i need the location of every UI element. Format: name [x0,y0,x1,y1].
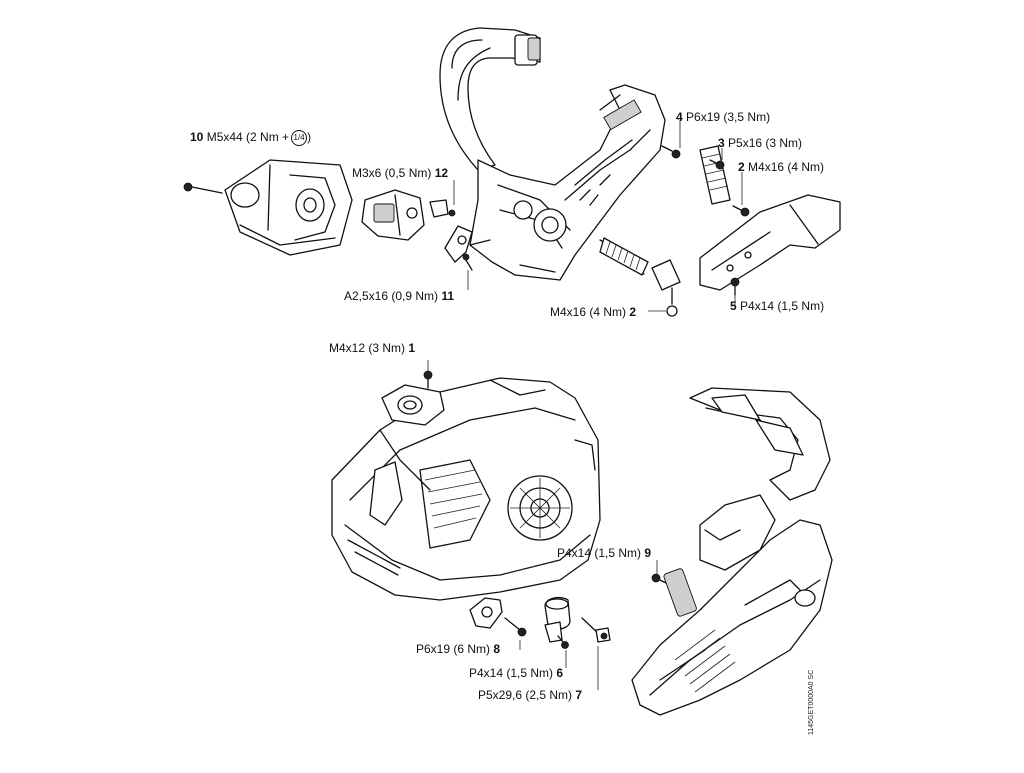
label-number: 1 [408,341,416,355]
label-spec: M3x6 (0,5 Nm) [352,166,432,180]
label-spec: M5x44 (2 Nm + [206,130,290,145]
rear-handle-cover [699,194,841,291]
hand-guard [689,387,831,501]
screw-7 [581,617,611,643]
screw-2a [732,205,750,217]
bottom-small-parts [469,573,669,649]
label-number: 8 [493,642,501,656]
label-screw-12: M3x6 (0,5 Nm) 12 [352,166,448,180]
label-number: 11 [441,289,455,303]
label-number: 12 [434,166,449,180]
leader-lines [427,120,743,690]
label-screw-2-top: 2 M4x16 (4 Nm) [738,160,824,174]
label-number: 2 [738,160,745,174]
label-spec: P4x14 (1,5 Nm) [740,299,825,313]
air-filter-cover [224,159,353,256]
quarter-turn-icon: 1/4 [291,130,308,146]
label-screw-7: P5x29,6 (2,5 Nm) 7 [478,688,582,702]
label-spec: P6x19 (3,5 Nm) [686,110,771,124]
label-number: 6 [556,666,564,680]
label-spec: P6x19 (6 Nm) [416,642,491,656]
sprocket-cover [631,494,833,716]
label-spec: M4x16 (4 Nm) [748,160,825,174]
label-screw-11: A2,5x16 (0,9 Nm) 11 [344,289,454,303]
drawing-code: 1145GET0000A0 SC [808,669,815,735]
label-number: 4 [676,110,683,124]
screw-12 [448,209,456,217]
label-screw-3: 3 P5x16 (3 Nm) [718,136,802,150]
label-number: 10 [190,130,204,145]
upper-housing [469,84,666,281]
label-screw-10: 10 M5x44 (2 Nm +1/4) [190,130,311,146]
throttle-linkage [444,225,473,263]
label-spec: P5x29,6 (2,5 Nm) [478,688,573,702]
label-spec: P4x14 (1,5 Nm) [557,546,642,560]
av-springs-top [599,145,731,291]
screw-5 [730,277,740,296]
screw-3 [709,159,725,170]
screw-10 [183,182,223,194]
label-number: 3 [718,136,725,150]
screw-6 [557,635,569,649]
label-spec: P5x16 (3 Nm) [728,136,803,150]
screw-9 [651,573,669,585]
label-number: 9 [644,546,652,560]
top-handle-tube [439,27,541,179]
label-spec: P4x14 (1,5 Nm) [469,666,554,680]
label-spec: A2,5x16 (0,9 Nm) [344,289,439,303]
label-number: 5 [730,299,737,313]
screw-2b [666,287,678,317]
label-screw-5: 5 P4x14 (1,5 Nm) [730,299,824,313]
label-screw-8: P6x19 (6 Nm) 8 [416,642,500,656]
label-screw-6: P4x14 (1,5 Nm) 6 [469,666,563,680]
label-spec: M4x12 (3 Nm) [329,341,406,355]
label-screw-1: M4x12 (3 Nm) 1 [329,341,415,355]
label-number: 7 [575,688,583,702]
carburetor [361,189,449,241]
label-screw-9: P4x14 (1,5 Nm) 9 [557,546,651,560]
label-number: 2 [629,305,637,319]
label-screw-4: 4 P6x19 (3,5 Nm) [676,110,770,124]
screw-4 [661,145,681,159]
label-screw-2-bottom: M4x16 (4 Nm) 2 [550,305,636,319]
screw-8 [504,617,527,637]
label-close: ) [307,130,312,145]
intake-flange [381,370,445,426]
screw-11 [462,253,473,271]
engine-housing [331,377,601,601]
screws-top [183,145,750,317]
label-spec: M4x16 (4 Nm) [550,305,627,319]
